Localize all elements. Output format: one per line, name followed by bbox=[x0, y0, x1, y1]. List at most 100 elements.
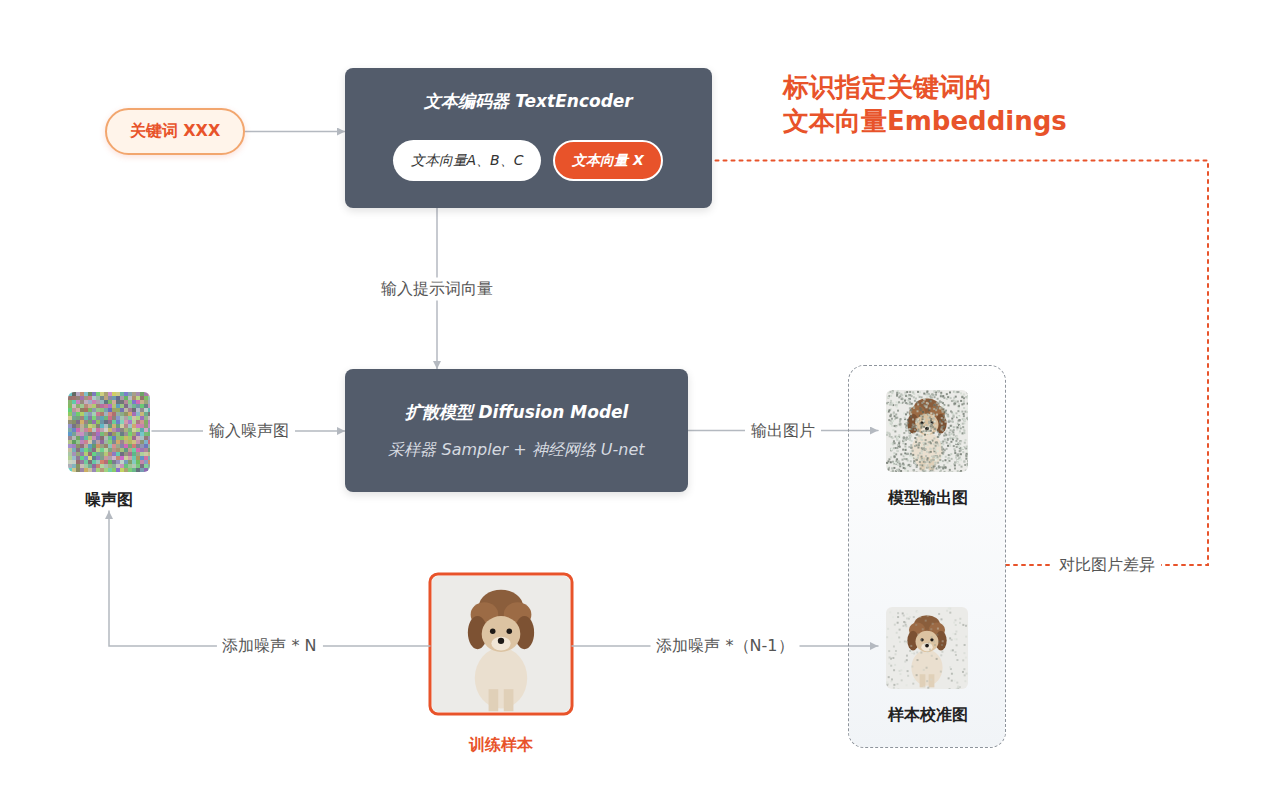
noise-cell bbox=[100, 468, 104, 472]
noise-speck bbox=[897, 402, 899, 404]
noise-speck bbox=[922, 411, 924, 413]
noise-cell bbox=[100, 464, 104, 468]
noise-speck bbox=[910, 395, 912, 397]
noise-cell bbox=[140, 464, 144, 468]
noise-speck bbox=[958, 419, 960, 421]
noise-cell bbox=[128, 404, 132, 408]
noise-speck bbox=[946, 393, 948, 395]
noise-speck bbox=[955, 412, 957, 414]
noise-cell bbox=[68, 448, 72, 452]
node-title: 训练样本 bbox=[469, 735, 533, 756]
noise-speck bbox=[919, 461, 921, 463]
noise-cell bbox=[128, 416, 132, 420]
noise-cell bbox=[140, 432, 144, 436]
noise-speck bbox=[955, 401, 957, 403]
noise-speck bbox=[950, 465, 952, 467]
noise-cell bbox=[140, 408, 144, 412]
noise-cell bbox=[80, 448, 84, 452]
noise-cell bbox=[144, 412, 148, 416]
noise-speck bbox=[929, 407, 931, 409]
noise-cell bbox=[120, 412, 124, 416]
noise-speck bbox=[953, 412, 955, 414]
dog-head bbox=[916, 414, 939, 435]
noise-speck bbox=[945, 430, 947, 432]
noise-cell bbox=[144, 396, 148, 400]
noise-speck bbox=[892, 437, 894, 439]
noise-cell bbox=[88, 436, 92, 440]
noise-cell bbox=[76, 408, 80, 412]
noise-cell bbox=[136, 396, 140, 400]
noise-cell bbox=[104, 432, 108, 436]
noise-speck bbox=[894, 425, 896, 427]
noise-cell bbox=[136, 460, 140, 464]
noise-speck bbox=[887, 460, 889, 462]
noise-speck bbox=[951, 673, 953, 675]
noise-cell bbox=[88, 464, 92, 468]
noise-speck bbox=[899, 464, 901, 466]
noise-cell bbox=[104, 420, 108, 424]
noise-cell bbox=[92, 464, 96, 468]
noise-speck bbox=[941, 444, 943, 446]
noise-speck bbox=[954, 464, 956, 466]
noise-cell bbox=[76, 444, 80, 448]
noise-cell bbox=[132, 400, 136, 404]
noise-speck bbox=[891, 425, 893, 427]
noise-speck bbox=[943, 464, 945, 466]
dog-body bbox=[911, 433, 942, 469]
noise-speck bbox=[888, 663, 890, 665]
noise-cell bbox=[116, 420, 120, 424]
noise-speck bbox=[892, 469, 894, 471]
noise-cell bbox=[124, 464, 128, 468]
noise-speck bbox=[941, 423, 943, 425]
noise-speck bbox=[962, 447, 964, 449]
noise-speck bbox=[953, 434, 955, 436]
noise-speck bbox=[887, 465, 889, 467]
noise-cell bbox=[128, 460, 132, 464]
noise-speck bbox=[965, 458, 967, 460]
noise-cell bbox=[112, 420, 116, 424]
noise-cell bbox=[96, 444, 100, 448]
noise-cell bbox=[84, 456, 88, 460]
noise-speck bbox=[920, 408, 922, 410]
noise-cell bbox=[112, 400, 116, 404]
noise-cell bbox=[120, 404, 124, 408]
noise-speck bbox=[949, 437, 951, 439]
noise-speck bbox=[900, 423, 902, 425]
noise-speck bbox=[925, 424, 927, 426]
noise-speck bbox=[960, 453, 962, 455]
noise-speck bbox=[900, 470, 902, 472]
noise-cell bbox=[92, 448, 96, 452]
noise-speck bbox=[949, 666, 951, 668]
noise-speck bbox=[926, 402, 928, 404]
training-image bbox=[432, 576, 570, 712]
noise-cell bbox=[124, 428, 128, 432]
noise-speck bbox=[894, 430, 896, 432]
noise-speck bbox=[956, 415, 958, 417]
noise-cell bbox=[84, 400, 88, 404]
noise-cell bbox=[148, 456, 150, 460]
noise-speck bbox=[929, 448, 931, 450]
noise-cell bbox=[124, 396, 128, 400]
noise-cell bbox=[124, 468, 128, 472]
noise-speck bbox=[921, 396, 923, 398]
noise-speck bbox=[909, 437, 911, 439]
noise-speck bbox=[887, 628, 889, 630]
noise-speck bbox=[913, 396, 915, 398]
noise-speck bbox=[940, 395, 942, 397]
noise-speck bbox=[955, 422, 957, 424]
noise-speck bbox=[933, 641, 935, 643]
noise-speck bbox=[909, 432, 911, 434]
noise-cell bbox=[136, 412, 140, 416]
noise-speck bbox=[905, 625, 907, 627]
noise-speck bbox=[937, 628, 939, 630]
noise-cell bbox=[84, 460, 88, 464]
noise-cell bbox=[128, 456, 132, 460]
noise-speck bbox=[927, 615, 929, 617]
noise-speck bbox=[926, 430, 928, 432]
noise-speck bbox=[921, 439, 923, 441]
noise-cell bbox=[140, 448, 144, 452]
noise-speck bbox=[917, 447, 919, 449]
noise-cell bbox=[132, 404, 136, 408]
noise-cell bbox=[92, 412, 96, 416]
noise-speck bbox=[897, 450, 899, 452]
